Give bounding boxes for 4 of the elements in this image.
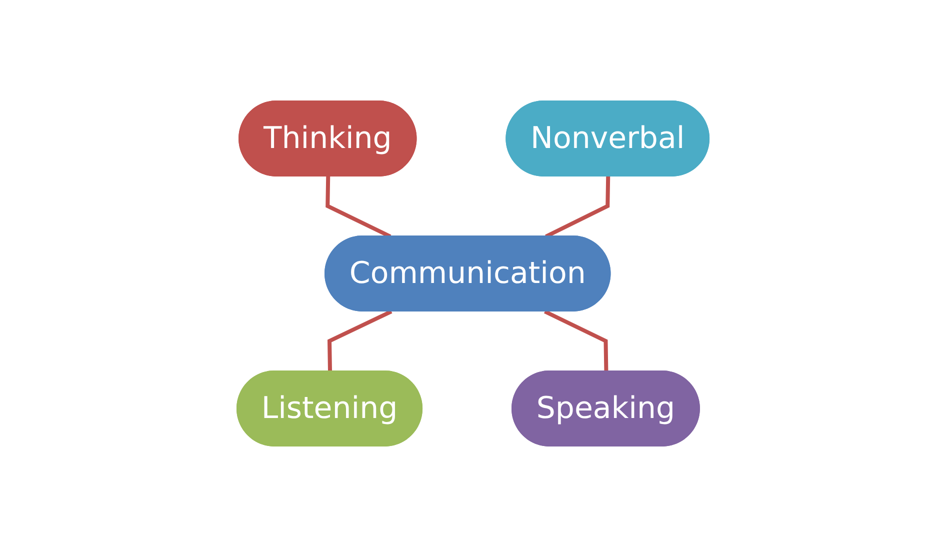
connector (328, 310, 393, 372)
connector (326, 176, 392, 238)
connector (546, 176, 611, 238)
connector (544, 310, 609, 372)
